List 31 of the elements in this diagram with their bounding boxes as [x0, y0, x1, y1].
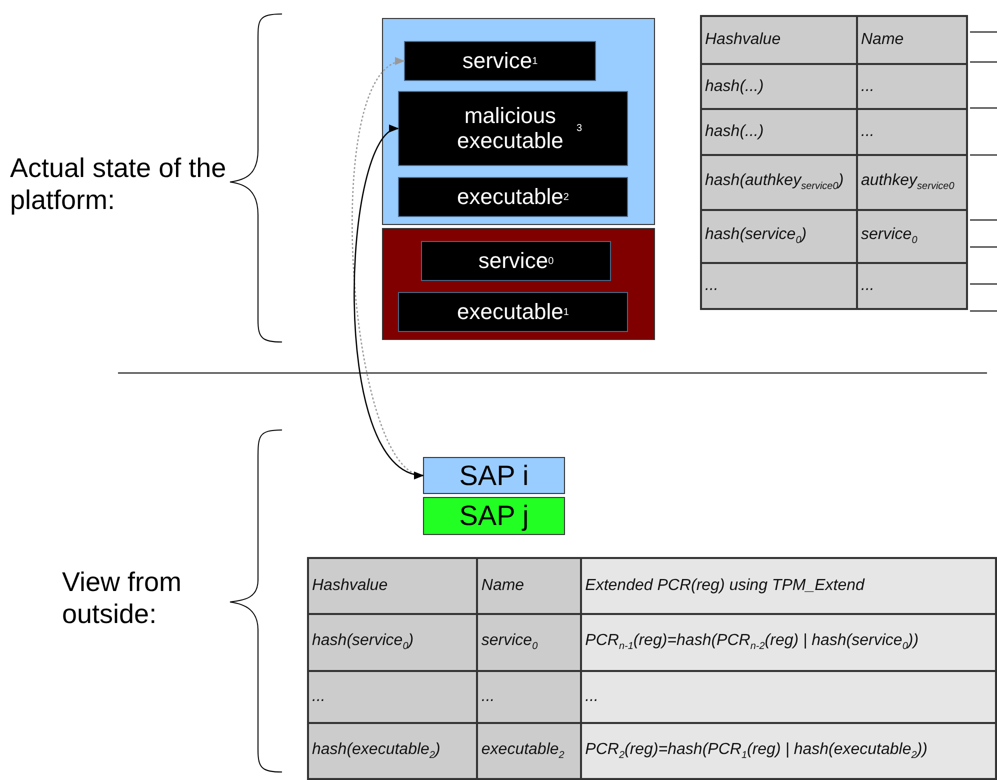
table-cell: ...	[857, 64, 967, 109]
table-cell: hash(service$_{0}$)	[701, 210, 857, 263]
table-cell: authkey$_{service0}$	[857, 155, 967, 210]
table-cell: PCR$_{2}$(reg)=hash(PCR$_{1}$(reg) | hash(executable$_{2}$))	[581, 723, 996, 779]
table-cell: hash(...)	[701, 64, 857, 109]
side-caption: Actual state of the platform:	[10, 152, 228, 217]
table-cell: ...	[477, 671, 582, 723]
table-cell: ...	[581, 671, 996, 723]
process-box: SAP j	[423, 497, 565, 535]
table-cell: ...	[857, 263, 967, 309]
process-box: SAP i	[423, 457, 565, 494]
table-cell: Name	[477, 558, 582, 614]
table-cell: hash(service$_{0}$)	[308, 614, 478, 671]
table-cell: Name	[857, 16, 967, 64]
table-cell: service$_{0}$	[477, 614, 582, 671]
table-cell: service$_{0}$	[857, 210, 967, 263]
side-caption: View from outside:	[62, 566, 183, 631]
container-box	[382, 228, 655, 340]
table-cell: Hashvalue	[308, 558, 478, 614]
table-cell: Hashvalue	[701, 16, 857, 64]
arrow	[354, 128, 424, 477]
table-cell: hash(executable$_{2}$)	[308, 723, 478, 779]
table-cell: ...	[308, 671, 478, 723]
table-cell: hash(...)	[701, 109, 857, 155]
table-cell: hash(authkey$_{service0}$)	[701, 155, 857, 210]
table-cell: PCR$_{n-1}$(reg)=hash(PCR$_{n-2}$(reg) | hash(service$_{0}$))	[581, 614, 996, 671]
table-cell: ...	[857, 109, 967, 155]
table-cell: Extended PCR(reg) using TPM_Extend	[581, 558, 996, 614]
table-cell: executable$_{2}$	[477, 723, 582, 779]
table-cell: ...	[701, 263, 857, 309]
container-box	[382, 18, 655, 225]
